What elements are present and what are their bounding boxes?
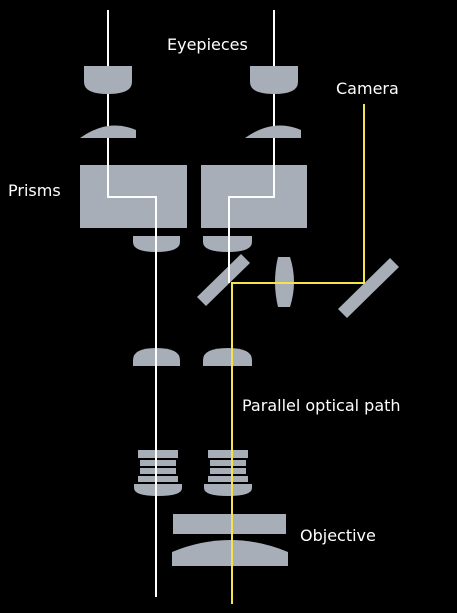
right-middle-lens [203,348,252,366]
camera-fold-mirror [338,258,399,318]
eyepieces-label: Eyepieces [167,35,248,54]
prisms-label: Prisms [8,181,61,200]
camera-label: Camera [336,79,399,98]
left-eyepiece-lens [84,66,132,94]
right-eyepiece-lens [250,66,298,94]
objective-label: Objective [300,526,376,545]
right-zoom-lens-group [204,450,252,496]
objective-lens [172,514,288,566]
right-field-lens [245,125,301,138]
right-tube-lens [203,236,252,252]
left-field-lens [80,125,136,138]
parallel-optical-path-label: Parallel optical path [242,396,401,415]
beam-splitter-mirror [197,254,250,306]
left-zoom-lens-group [134,450,182,496]
yellow-camera-path [231,104,365,604]
